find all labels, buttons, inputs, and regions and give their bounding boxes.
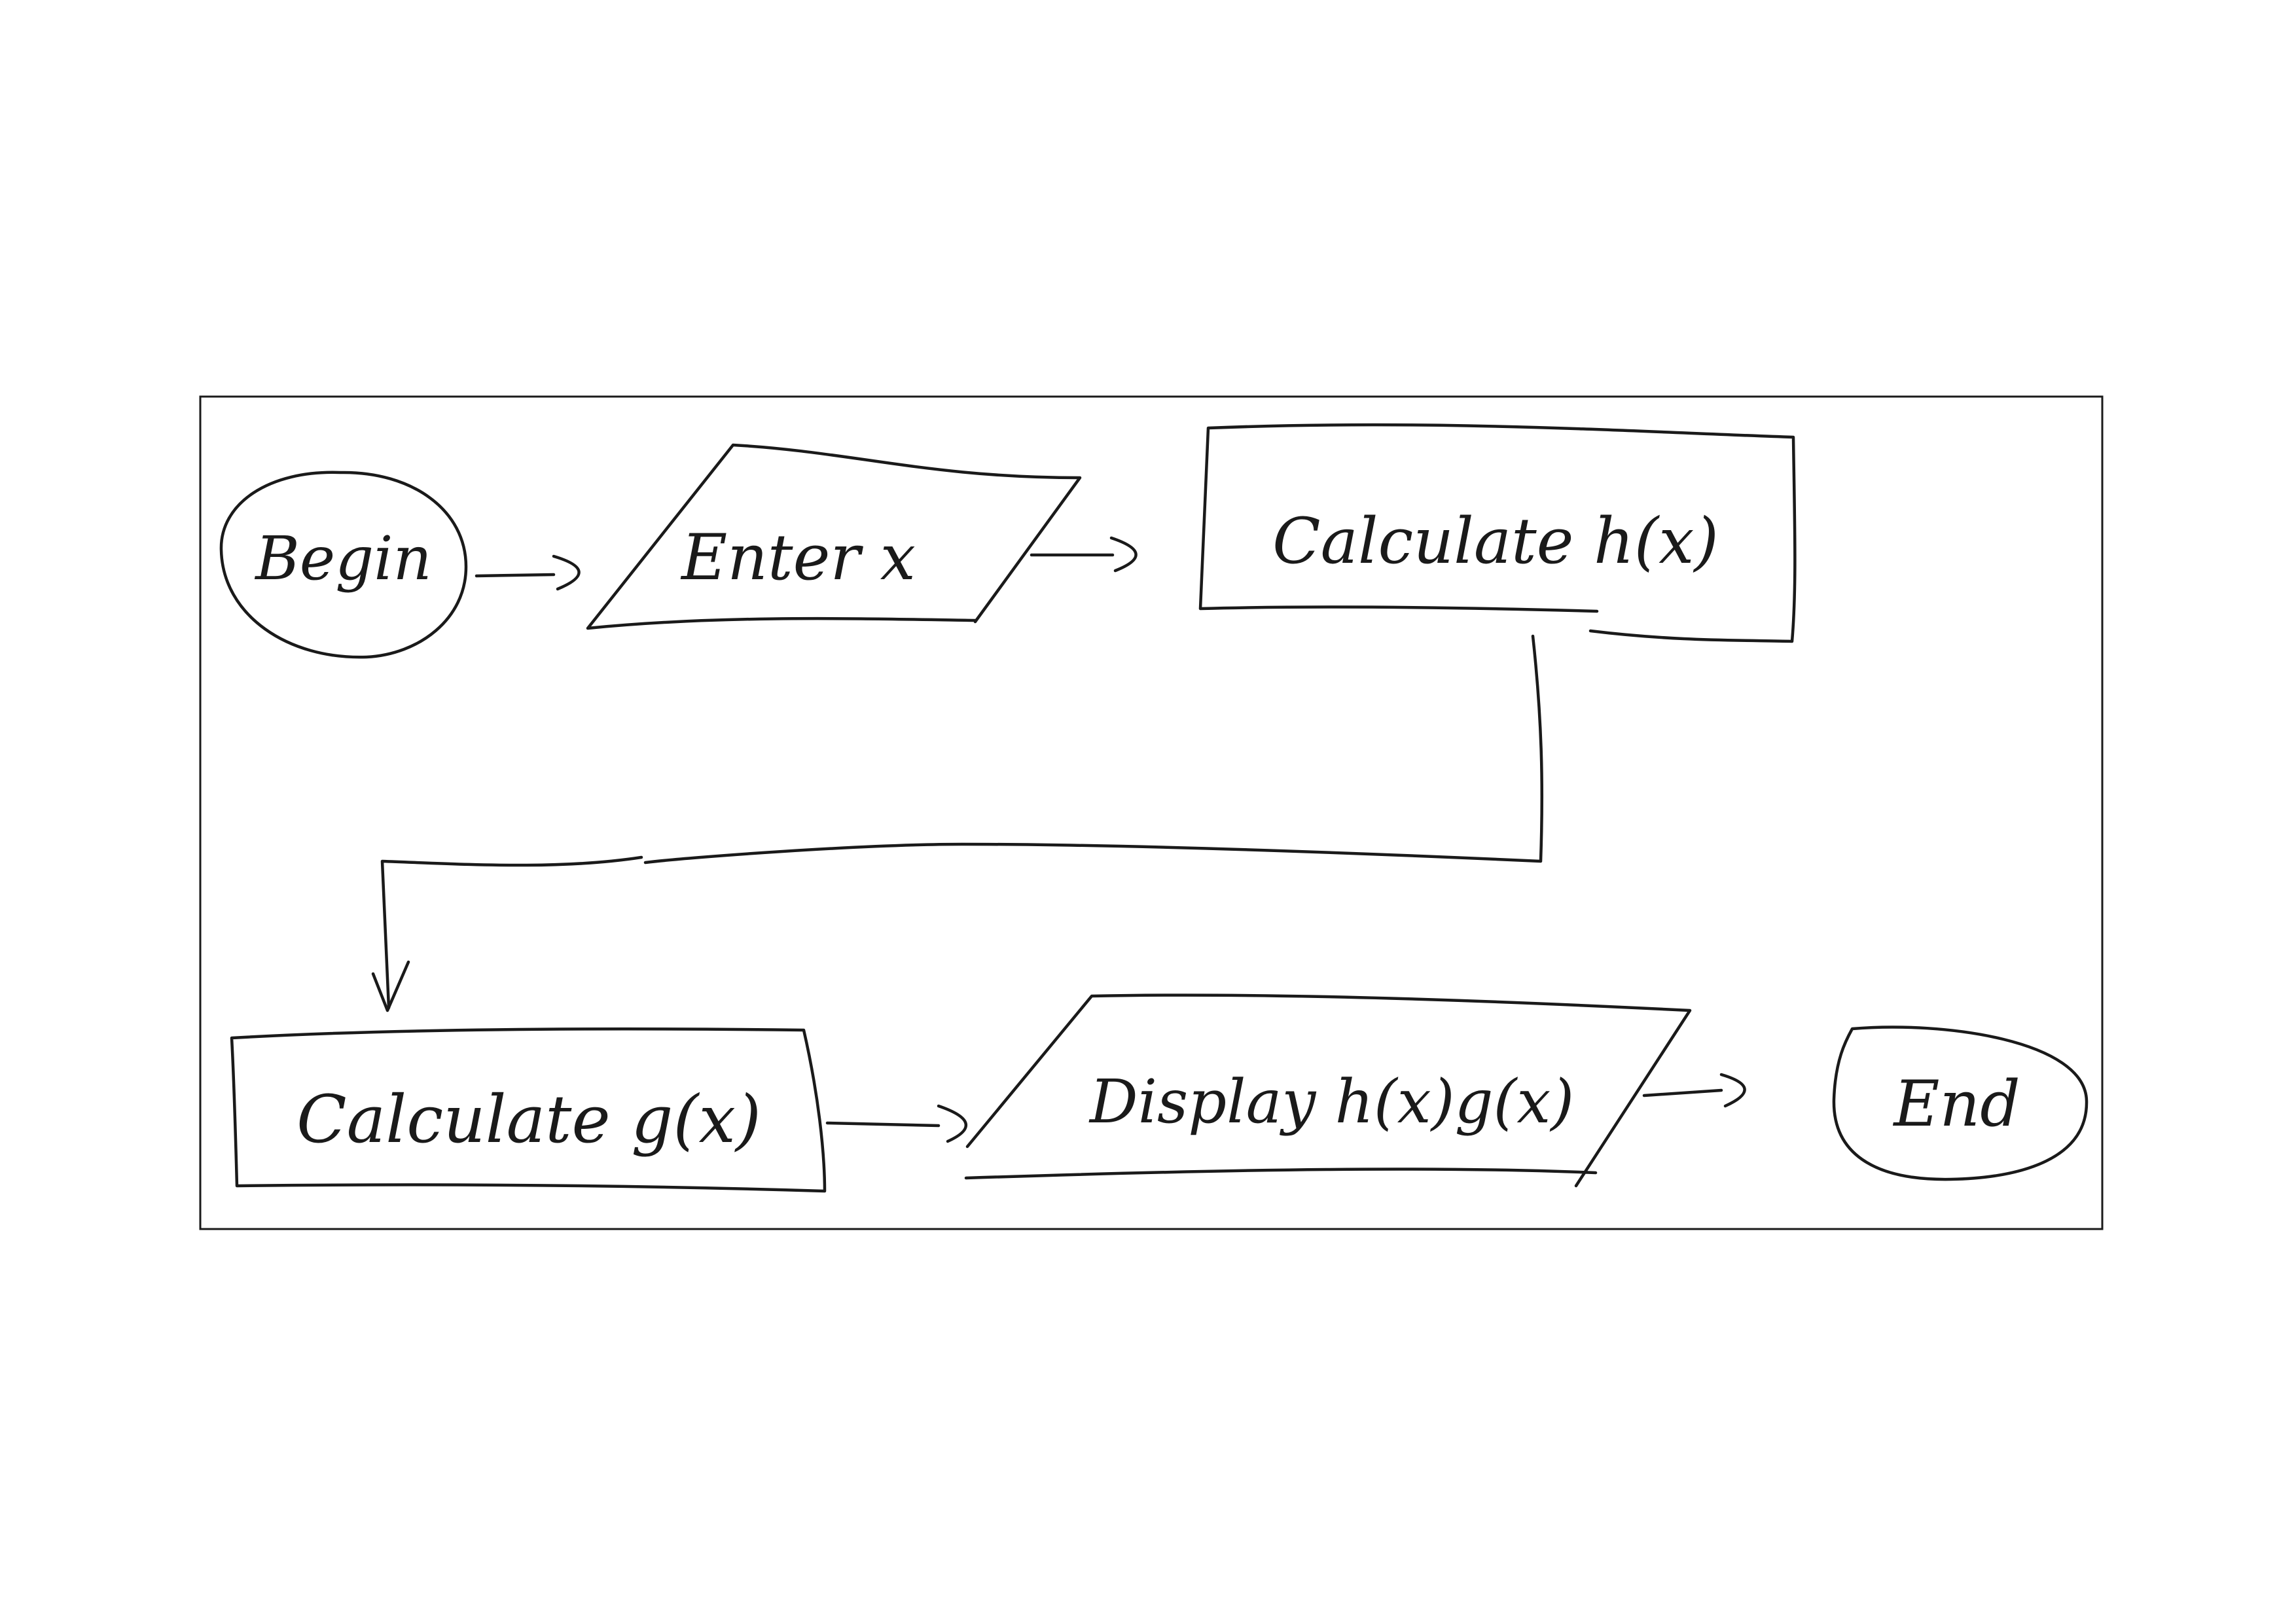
- end-oval-shape: [1832, 1026, 2089, 1181]
- diagram-frame: [199, 395, 2104, 1230]
- begin-label: Begin: [254, 524, 432, 594]
- edge-calc-h-calc-g: [371, 634, 1544, 1012]
- calc-h-label: Calculate h(x): [1272, 505, 1719, 578]
- display-label: Display h(x)g(x): [1088, 1067, 1574, 1137]
- arrowhead: [1719, 1073, 1746, 1108]
- edge-line: [1642, 1088, 1723, 1097]
- begin-oval-shape: [219, 471, 468, 659]
- arrowhead: [937, 1104, 968, 1143]
- node-calc-h: Calculate h(x): [1198, 423, 1797, 643]
- node-enter-x: Enter x: [586, 443, 1082, 630]
- calc-h-shape: [1198, 423, 1797, 643]
- edge-display-end: [1642, 1073, 1746, 1108]
- node-calc-g: Calculate g(x): [230, 1027, 827, 1193]
- edge-line: [825, 1121, 941, 1128]
- edge-begin-enter: [475, 554, 581, 591]
- node-display: Display h(x)g(x): [964, 993, 1692, 1188]
- enter-x-shape: [586, 443, 1082, 630]
- edge-line: [475, 573, 556, 578]
- edge-line: [380, 634, 1544, 1010]
- arrowhead: [371, 960, 410, 1012]
- edge-enter-calc-h: [1030, 536, 1138, 573]
- edge-calc-g-display: [825, 1104, 968, 1143]
- display-shape: [964, 993, 1692, 1188]
- enter-x-label: Enter x: [680, 521, 916, 594]
- node-begin: Begin: [219, 471, 468, 659]
- node-end: End: [1832, 1026, 2089, 1181]
- calc-g-shape: [230, 1027, 827, 1193]
- arrowhead: [552, 554, 581, 591]
- arrowhead: [1109, 536, 1138, 573]
- end-label: End: [1892, 1067, 2020, 1141]
- calc-g-label: Calculate g(x): [296, 1081, 761, 1158]
